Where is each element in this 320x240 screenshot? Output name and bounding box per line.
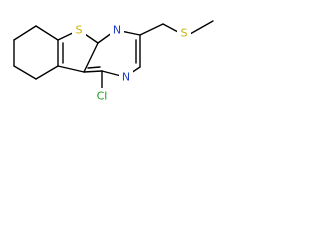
bond <box>35 65 59 80</box>
thioether-sulfur-atom: S <box>177 25 191 40</box>
pyrimidine-nitrogen-bottom-atom: N <box>119 69 133 84</box>
thiophene-sulfur-atom: S <box>72 22 86 37</box>
bond <box>83 70 103 73</box>
pyrimidine-nitrogen-top-atom: N <box>110 22 124 37</box>
atom-label: N <box>122 71 130 84</box>
pyrimidine-ring <box>83 29 141 78</box>
chemical-structure: S N N S Cl <box>13 20 214 103</box>
bond <box>87 66 101 69</box>
atom-label: S <box>76 24 83 37</box>
bond <box>162 23 179 33</box>
substituent-bonds <box>101 20 214 89</box>
atom-label: S <box>181 27 188 40</box>
atom-label: N <box>113 24 121 37</box>
cyclohexane-ring <box>13 25 59 80</box>
bond <box>57 65 85 73</box>
bond <box>83 42 99 73</box>
atom-labels: S N N S Cl <box>72 22 191 103</box>
bond <box>13 25 37 41</box>
bond <box>139 23 164 36</box>
bond <box>35 25 59 41</box>
atom-label: Cl <box>97 90 108 103</box>
chlorine-atom: Cl <box>93 88 111 103</box>
bond <box>13 65 37 80</box>
bond <box>189 20 214 35</box>
